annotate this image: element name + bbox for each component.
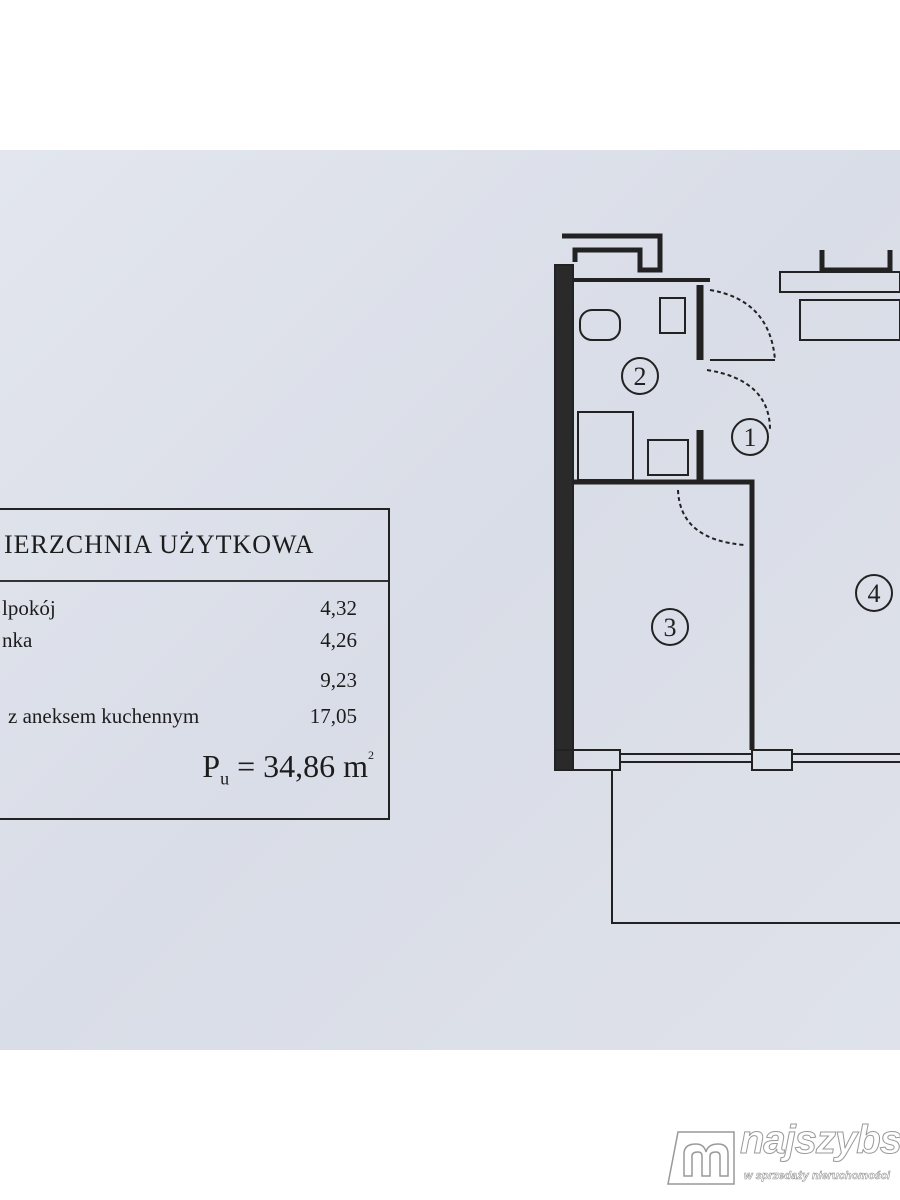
shower: [577, 411, 634, 481]
window: [620, 753, 900, 763]
door-swing: [706, 369, 771, 431]
wall: [562, 233, 663, 273]
room-number: 3: [664, 613, 677, 642]
floor-plan-photo: IERZCHNIA UŻYTKOWA lpokój 4,32 nka 4,26 9,…: [0, 150, 900, 1050]
area-table: IERZCHNIA UŻYTKOWA lpokój 4,32 nka 4,26 9,…: [0, 508, 390, 820]
room-number: 2: [634, 362, 647, 391]
wall: [751, 749, 793, 771]
room-circle: [731, 418, 769, 456]
balcony: [611, 770, 900, 924]
row-value: 4,32: [320, 596, 357, 620]
total-unit-sup: 2: [368, 748, 374, 762]
logo-mark-icon: [667, 1131, 735, 1185]
wall: [554, 749, 621, 771]
area-table-title: IERZCHNIA UŻYTKOWA: [0, 510, 388, 582]
outer-wall: [554, 264, 574, 771]
door-swing: [709, 289, 776, 361]
room-circle: [855, 574, 893, 612]
total-area: Pu = 34,86 m2: [202, 748, 374, 789]
total-symbol: P: [202, 748, 221, 784]
watermark-brand: najszybsi: [739, 1118, 900, 1163]
room-circle: [621, 357, 659, 395]
total-subscript: u: [220, 768, 230, 789]
room-number: 1: [744, 423, 757, 452]
row-label: lpokój: [2, 596, 56, 620]
watermark-logo: najszybsi w sprzedaży nieruchomości: [664, 1118, 900, 1194]
room-number: 4: [868, 579, 881, 608]
door-swing: [677, 489, 746, 546]
toilet: [579, 309, 621, 341]
row-value: 17,05: [309, 704, 357, 728]
room-circle: [651, 608, 689, 646]
kitchen-counter: [799, 299, 900, 341]
wall: [573, 479, 755, 750]
watermark-tagline: w sprzedaży nieruchomości: [744, 1170, 891, 1183]
row-value: 9,23: [320, 668, 357, 692]
sink: [659, 297, 686, 334]
row-label: nka: [2, 628, 33, 652]
wall: [779, 271, 900, 293]
washbasin: [647, 439, 689, 476]
floor-plan-drawing: 2 1 3 4: [554, 233, 900, 924]
row-value: 4,26: [320, 628, 357, 652]
wall: [819, 250, 893, 273]
total-value: = 34,86 m: [237, 748, 368, 784]
row-label: z aneksem kuchennym: [8, 704, 200, 728]
